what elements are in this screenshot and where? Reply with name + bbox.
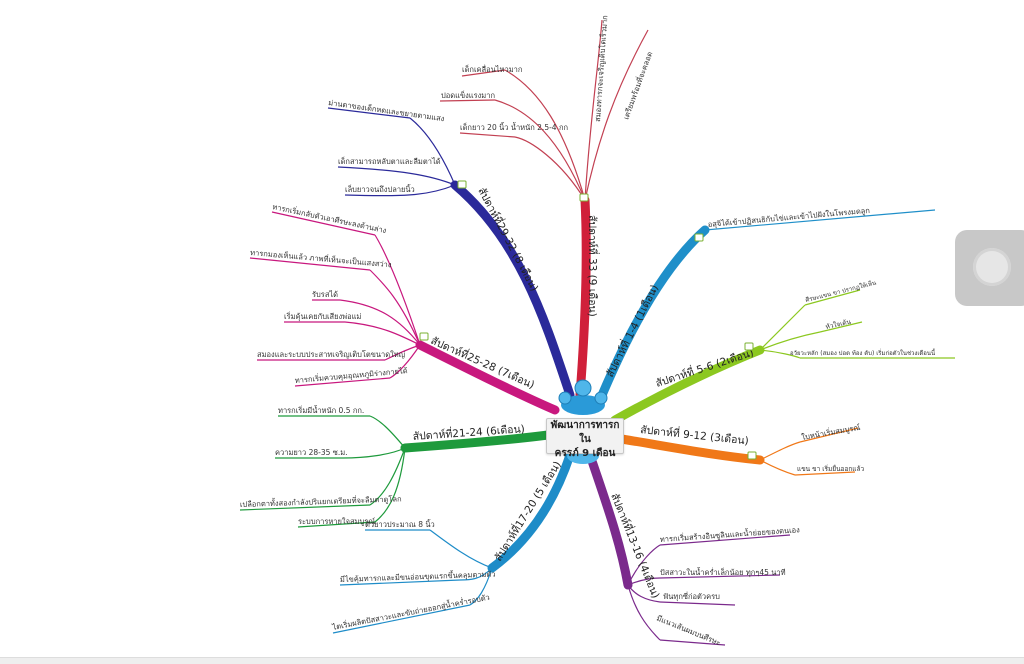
branch-w5-label[interactable]: สัปดาห์ที่ 5-6 (2เดือน)	[654, 345, 756, 390]
leaf-w21-0: ทารกเริ่มมีน้ำหนัก 0.5 กก.	[278, 405, 364, 415]
w5-leaf-lines	[759, 289, 955, 359]
leaf-w25-3: เริ่มคุ้นเคยกับเสียงพ่อแม่	[284, 311, 361, 321]
leaf-w25-0: ทารกเริ่มกลับตัวเอาศีรษะลงด้านล่าง	[272, 201, 388, 235]
w1-leaf-lines	[704, 209, 936, 231]
calendar-icon	[419, 180, 757, 460]
leaf-w25-1: ทารกมองเห็นแล้ว ภาพที่เห็นจะเป็นแสงสว่าง	[250, 247, 392, 269]
w9-leaf-lines	[759, 427, 859, 476]
w29-leaf-lines	[327, 107, 456, 197]
leaf-w17-0: ตัวยาวประมาณ 8 นิ้ว	[365, 519, 435, 529]
leaf-w25-5: ทารกเริ่มควบคุมอุณหภูมิร่างกายได้	[294, 365, 408, 385]
branch-w33-line[interactable]	[575, 195, 591, 400]
bottom-bar	[0, 657, 1024, 664]
leaf-w21-1: ความยาว 28-35 ซ.ม.	[275, 448, 348, 457]
branch-w29-line[interactable]	[450, 180, 575, 400]
leaf-w25-2: รับรสได้	[312, 290, 338, 299]
branch-w17-label[interactable]: สัปดาห์ที่17-20 (5 เดือน)	[491, 458, 564, 563]
leaf-w13-2: ฟันทุกซี่ก่อตัวครบ	[663, 591, 720, 601]
leaf-w25-4: สมองและระบบประสาทเจริญเติบโตขนาดใหญ่	[257, 350, 405, 359]
branch-w9-line[interactable]	[610, 433, 765, 465]
w17-leaf-lines	[332, 529, 493, 634]
leaf-w13-0: ทารกเริ่มสร้างอินซูลินและน้ำย่อยของตนเอง	[659, 524, 800, 544]
branch-w13-line[interactable]	[585, 450, 633, 590]
leaf-w5-1: หัวใจเต้น	[825, 318, 852, 331]
center-topic[interactable]: พัฒนาการทารกใน ครรภ์ 9 เดือน	[546, 418, 624, 459]
leaf-w33-2: เตรียมพร้อมที่จะคลอด	[620, 50, 654, 121]
leaf-w13-1: ปัสสาวะในน้ำคร่ำเล็กน้อย ทุกๆ45 นาที	[660, 567, 786, 577]
branch-w1-line[interactable]	[595, 225, 710, 405]
branch-w25-line[interactable]	[415, 340, 560, 415]
leaf-w29-1: เด็กสามารถหลับตาและลืมตาได้	[338, 156, 441, 166]
leaf-w33-1: สมองทารกจะเจริญเติบโตเร็วมาก	[592, 15, 609, 122]
leaf-w9-0: ใบหน้าเริ่มสมบูรณ์	[801, 422, 861, 442]
w25-leaf-lines	[249, 211, 421, 387]
leaf-w9-1: แขน ขา เริ่มยื่นออกแล้ว	[797, 464, 864, 473]
center-topic-line1: พัฒนาการทารกใน	[550, 420, 620, 445]
branch-w29-label[interactable]: สัปดาห์ที่29-32 (8 เดือน)	[475, 185, 542, 294]
branch-w5-line[interactable]	[610, 345, 765, 425]
leaf-w33-0: เด็กเคลื่อนไหวมาก	[462, 64, 522, 74]
branch-w17-line[interactable]	[487, 450, 575, 573]
leaf-w33-4: เด็กยาว 20 นิ้ว น้ำหนัก 2.5-4 กก	[460, 122, 568, 132]
leaf-w5-2: อวัยวะหลัก (สมอง ปอด ท้อง ตับ) เริ่มก่อต…	[790, 347, 936, 357]
center-topic-line2: ครรภ์ 9 เดือน	[554, 448, 616, 459]
leaf-w5-0: ศีรษะแขน ขา ปรากฏให้เห็น	[804, 278, 877, 304]
handle-knob-icon[interactable]	[973, 248, 1011, 286]
w13-leaf-lines	[627, 534, 791, 646]
w33-leaf-lines	[439, 19, 649, 201]
branch-w1-label[interactable]: สัปดาห์ที่ 1-4 (1เดือน)	[602, 282, 661, 379]
leaf-w33-3: ปอดแข็งแรงมาก	[441, 90, 495, 100]
branch-w33-label[interactable]: สัปดาห์ที่ 33 (9 เดือน)	[586, 215, 600, 317]
leaf-w21-3: ระบบการหายใจสมบูรณ์	[298, 517, 375, 526]
leaf-w29-2: เล็บยาวจนถึงปลายนิ้ว	[345, 184, 415, 194]
w21-leaf-lines	[239, 415, 406, 528]
branch-w21-line[interactable]	[400, 430, 553, 453]
leaf-w17-2: ไตเริ่มผลิตปัสสาวะและขับถ่ายออกสู่น้ำคร่…	[330, 592, 490, 633]
side-drag-handle[interactable]	[955, 230, 1024, 306]
